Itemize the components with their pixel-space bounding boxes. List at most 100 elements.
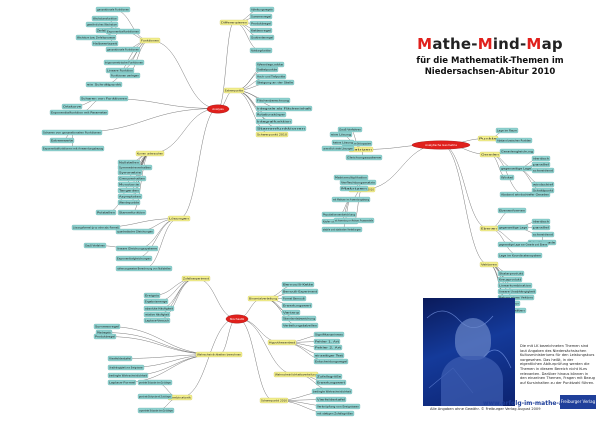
leaf-node: geordnete Stichprobe mit Zurücklegen <box>137 393 173 400</box>
leaf-node-label: Verteilungstabellen <box>283 325 318 328</box>
leaf-node-box <box>321 226 363 233</box>
leaf-node: Ebenenformen <box>497 207 527 214</box>
leaf-node-label: Matrizen <box>341 188 368 191</box>
leaf-node-label: relative Häufigkeit <box>145 314 169 317</box>
leaf-node-label: ganzrationale Funktionen <box>107 49 139 52</box>
connector-line <box>262 298 300 319</box>
branch-node-box <box>223 87 245 94</box>
leaf-node-box <box>329 131 353 138</box>
leaf-node-box <box>115 265 173 272</box>
leaf-node-label: Produktregel <box>251 23 271 26</box>
leaf-node-label: Rotationskörper <box>257 114 285 117</box>
student-body-shape <box>441 356 503 406</box>
leaf-node-label: unendlich viele Lösungen <box>323 148 353 151</box>
leaf-node-label: Polstellen <box>97 212 116 215</box>
leaf-node: ganzrationale Funktionen <box>95 6 131 13</box>
leaf-node-box <box>339 185 369 192</box>
leaf-node-box <box>143 305 175 312</box>
leaf-node: Exponentialgleichungen <box>115 255 153 262</box>
leaf-node-box <box>83 242 107 249</box>
leaf-node-box <box>255 79 295 86</box>
branch-node: Schwerpunkt 2010 <box>259 397 289 404</box>
leaf-node-box <box>95 6 131 13</box>
leaf-node-label: Integrale als Flächeninhalt <box>257 108 311 111</box>
leaf-node: geordnete Stichprobe ohne Zurücklegen <box>137 379 173 386</box>
leaf-node-box <box>117 209 147 216</box>
branch-node-label: Binomialverteilung <box>249 298 278 301</box>
leaf-node-label: Asymptoten <box>119 196 142 199</box>
leaf-node: mit stetigen Zufallsgrößen <box>315 410 355 417</box>
leaf-node: Populationsentwicklung <box>321 211 357 218</box>
branch-node-box <box>479 261 499 268</box>
leaf-node-label: ungeordnete Stichprobe ohne Zurücklegen <box>139 410 173 413</box>
leaf-node-label: Erwartungswert <box>317 382 345 385</box>
leaf-node: identisch <box>531 218 551 225</box>
leaf-node: Varianz <box>281 309 300 316</box>
leaf-node: gegenseitige Lage von Gerade und Ebene <box>497 241 549 248</box>
branch-node: Vektoren <box>479 261 499 268</box>
leaf-node-box <box>117 181 141 188</box>
connector-line <box>489 154 526 195</box>
title-letter-5: M <box>526 35 542 53</box>
leaf-node-box <box>249 13 273 20</box>
leaf-node-label: Ableitungsregeln <box>251 9 274 12</box>
leaf-node-box <box>103 59 145 66</box>
leaf-node-label: Ebenenformen <box>499 210 526 213</box>
leaf-node-box <box>105 28 141 35</box>
leaf-node: Gauß-Verfahren <box>337 126 363 133</box>
leaf-node-label: Summenregel <box>95 326 119 329</box>
leaf-node-box <box>41 129 103 136</box>
leaf-node: gegenseitige Lage <box>497 224 529 231</box>
leaf-node: Scharen von Funktionen <box>79 95 129 102</box>
leaf-node: Verteilungstabellen <box>281 322 319 329</box>
leaf-node-label: Populationsentwicklung <box>323 214 356 217</box>
leaf-node: Wendepunkte <box>117 199 141 206</box>
leaf-node: Bernoulli-Experiment <box>281 288 319 295</box>
leaf-node-box <box>531 218 551 225</box>
branch-node-box <box>247 295 279 302</box>
leaf-node: Laplace-Versuch <box>143 317 171 324</box>
leaf-node-box <box>117 169 143 176</box>
leaf-node-box <box>313 331 345 338</box>
leaf-node: keine Lösung <box>331 139 355 146</box>
leaf-node-label: Wendepunkte <box>119 202 140 205</box>
leaf-node-label: Produktregel <box>95 336 115 339</box>
leaf-node-box <box>107 355 133 362</box>
leaf-node-label: keine Lösung <box>333 142 354 145</box>
leaf-node-label: absolute Häufigkeit <box>145 308 173 311</box>
leaf-node: Flächenberechnung <box>255 97 291 104</box>
leaf-node: Exponentialfunktion mit Parameter <box>49 109 109 116</box>
leaf-node-box <box>315 403 361 410</box>
leaf-node-label: Gauß-Verfahren <box>85 245 106 248</box>
leaf-node: Abstand windschiefer Geraden <box>499 191 551 198</box>
leaf-node-box <box>255 105 313 112</box>
branch-node-label: Schwerpunkt 2010 <box>261 400 288 403</box>
leaf-node: Lineare Funktion <box>105 67 135 74</box>
publisher-logo: Freiburger Verlag <box>560 395 596 409</box>
leaf-node: einseitiger Test <box>313 352 345 359</box>
leaf-node: Lage im Koordinatensystem <box>497 252 543 259</box>
leaf-node-box <box>497 207 527 214</box>
leaf-node-label: Unabhängigkeit von Ereignissen <box>109 367 143 370</box>
subtitle-line-1: für die Mathematik-Themen im <box>416 56 564 66</box>
branch-node-box <box>135 150 165 157</box>
leaf-node: Ergebnismenge <box>143 298 169 305</box>
leaf-node-box <box>497 224 529 231</box>
leaf-node-box <box>313 358 349 365</box>
connector-line <box>195 278 238 319</box>
website-link[interactable]: www.erfolg-im-mathe-abi.de <box>483 400 580 407</box>
leaf-node-box <box>499 191 551 198</box>
leaf-node-label: Signifikanzniveau <box>315 334 344 337</box>
leaf-node-box <box>117 199 141 206</box>
leaf-node-label: Kettenregel <box>251 30 271 33</box>
leaf-node-label: Exponentialfunktionen <box>107 31 140 34</box>
leaf-node-box <box>249 6 275 13</box>
connector-line <box>104 336 220 355</box>
branch-node-box <box>255 131 289 138</box>
branch-node-label: Kombinatorik <box>169 397 192 400</box>
leaf-node: stabile und stationäre Verteilungen <box>321 226 363 233</box>
leaf-node-label: geordnete Stichprobe ohne Zurücklegen <box>139 382 171 385</box>
leaf-node: Vierfeldertafel <box>315 396 347 403</box>
leaf-node: Stammfunktionen <box>255 125 307 132</box>
branch-node: Extrempunkte <box>223 87 245 94</box>
